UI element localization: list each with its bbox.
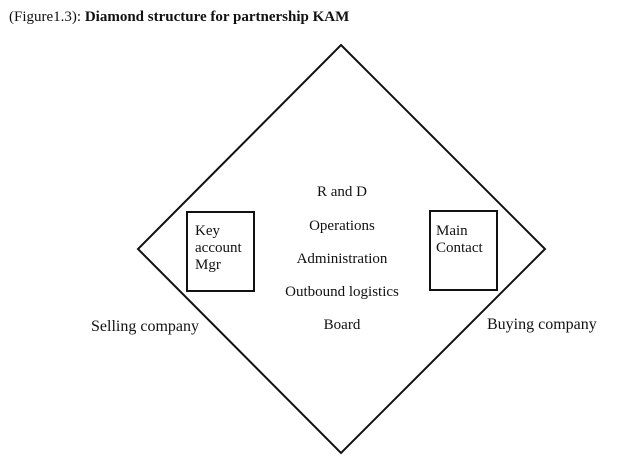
main-contact-line-1: Main: [436, 223, 468, 239]
key-account-manager-line-3: Mgr: [195, 257, 221, 273]
function-administration: Administration: [296, 251, 388, 267]
function-r-and-d: R and D: [317, 184, 367, 200]
figure-caption: (Figure1.3): Diamond structure for partn…: [9, 9, 349, 26]
main-contact-box: Main Contact: [429, 210, 498, 291]
diamond-outline: [136, 43, 547, 455]
main-contact-line-2: Contact: [436, 240, 483, 256]
caption-title: Diamond structure for partnership KAM: [84, 9, 350, 25]
key-account-manager-line-1: Key: [195, 223, 220, 239]
caption-prefix: (Figure1.3):: [9, 9, 82, 25]
function-board: Board: [323, 317, 361, 333]
selling-company-label: Selling company: [91, 318, 199, 335]
key-account-manager-box: Key account Mgr: [186, 211, 255, 292]
buying-company-label: Buying company: [487, 316, 597, 333]
key-account-manager-line-2: account: [195, 240, 242, 256]
function-operations: Operations: [309, 218, 375, 234]
function-outbound-logistics: Outbound logistics: [285, 284, 399, 300]
